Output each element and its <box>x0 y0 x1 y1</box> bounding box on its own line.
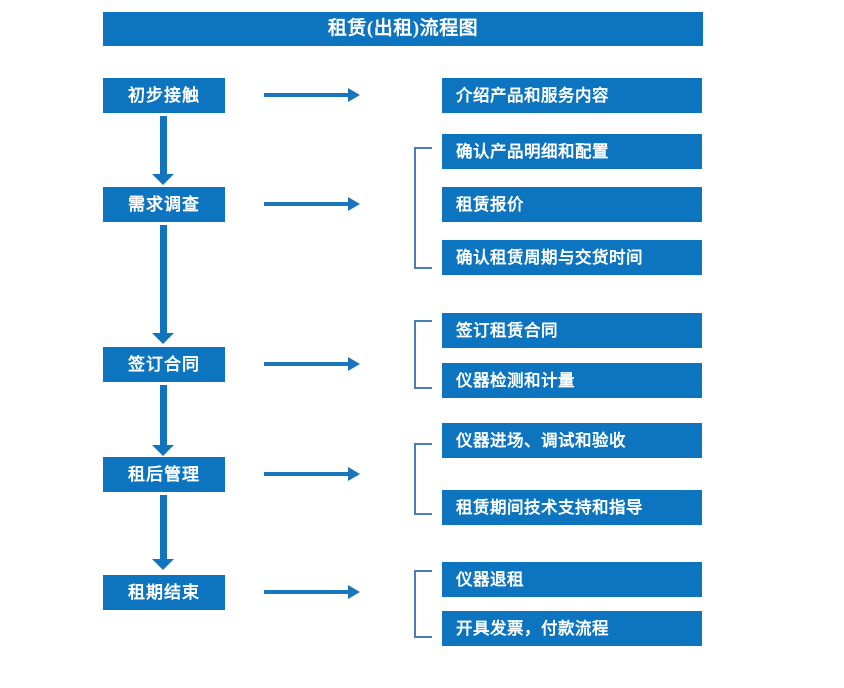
detail-box-instrument-onsite-commissioning[interactable]: 仪器进场、调试和验收 <box>442 423 702 458</box>
arrow-shaft <box>264 362 348 366</box>
stage-box-post-rental-management[interactable]: 租后管理 <box>103 457 225 492</box>
stage-box-sign-contract[interactable]: 签订合同 <box>103 347 225 382</box>
arrow-shaft <box>159 495 167 559</box>
detail-box-confirm-product-details[interactable]: 确认产品明细和配置 <box>442 134 702 169</box>
arrow-right-stage-1 <box>264 87 360 103</box>
arrow-right-stage-3 <box>264 356 360 372</box>
detail-box-instrument-return[interactable]: 仪器退租 <box>442 562 702 597</box>
arrow-shaft <box>264 590 348 594</box>
arrow-shaft <box>264 202 348 206</box>
arrow-right-stage-4 <box>264 466 360 482</box>
arrow-down-stage-2-to-3 <box>152 225 174 345</box>
stage-box-initial-contact[interactable]: 初步接触 <box>103 78 225 113</box>
arrow-head <box>348 88 360 102</box>
arrow-shaft <box>159 225 167 333</box>
arrow-head <box>348 357 360 371</box>
arrow-head <box>152 333 174 344</box>
stage-box-rental-end[interactable]: 租期结束 <box>103 575 225 610</box>
detail-box-confirm-period-delivery[interactable]: 确认租赁周期与交货时间 <box>442 240 702 275</box>
arrow-right-stage-5 <box>264 584 360 600</box>
arrow-shaft <box>264 93 348 97</box>
detail-box-sign-rental-contract[interactable]: 签订租赁合同 <box>442 313 702 348</box>
bracket-stage-3 <box>414 320 432 389</box>
arrow-head <box>152 559 174 570</box>
arrow-head <box>348 197 360 211</box>
detail-box-invoice-payment-process[interactable]: 开具发票，付款流程 <box>442 611 702 646</box>
bracket-stage-2 <box>414 147 432 269</box>
arrow-head <box>152 445 174 456</box>
detail-box-technical-support[interactable]: 租赁期间技术支持和指导 <box>442 490 702 525</box>
arrow-shaft <box>264 472 348 476</box>
arrow-head <box>348 467 360 481</box>
arrow-down-stage-3-to-4 <box>152 385 174 457</box>
bracket-stage-5 <box>414 570 432 638</box>
stage-box-needs-survey[interactable]: 需求调查 <box>103 187 225 222</box>
arrow-right-stage-2 <box>264 196 360 212</box>
detail-box-instrument-inspection[interactable]: 仪器检测和计量 <box>442 363 702 398</box>
page-title: 租赁(出租)流程图 <box>103 12 703 46</box>
arrow-down-stage-4-to-5 <box>152 495 174 571</box>
arrow-head <box>348 585 360 599</box>
bracket-stage-4 <box>414 443 432 515</box>
arrow-shaft <box>159 385 167 445</box>
detail-box-intro-products-services[interactable]: 介绍产品和服务内容 <box>442 78 702 113</box>
arrow-head <box>152 174 174 185</box>
arrow-down-stage-1-to-2 <box>152 116 174 186</box>
detail-box-rental-quotation[interactable]: 租赁报价 <box>442 187 702 222</box>
arrow-shaft <box>159 116 167 174</box>
